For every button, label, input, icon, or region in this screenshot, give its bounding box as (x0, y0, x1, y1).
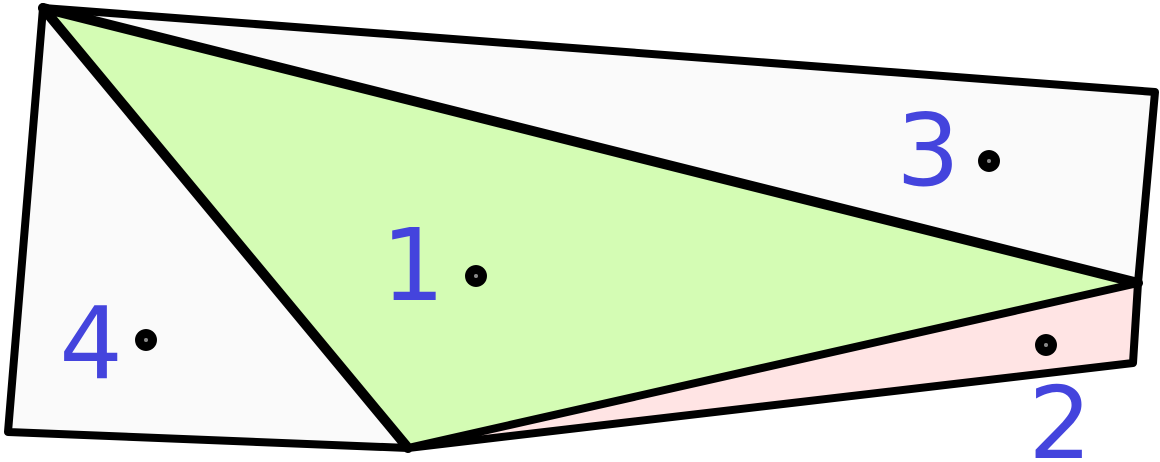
region-3-label: 3 (896, 92, 960, 209)
region-1-dot-center (474, 274, 478, 278)
region-2-dot-center (1044, 343, 1048, 347)
edge-bottom-to-right (404, 279, 1142, 452)
edge-top-left-to-right (38, 3, 1143, 288)
region-3-dot-center (987, 159, 991, 163)
region-4-label: 4 (59, 285, 123, 402)
edge-top-left-to-bottom (38, 3, 413, 453)
region-4-dot-center (144, 338, 148, 342)
region-4-face (8, 8, 408, 448)
region-1-label: 1 (381, 207, 445, 324)
outer-boundary (4, 4, 1159, 452)
region-2-label: 2 (1028, 365, 1092, 462)
